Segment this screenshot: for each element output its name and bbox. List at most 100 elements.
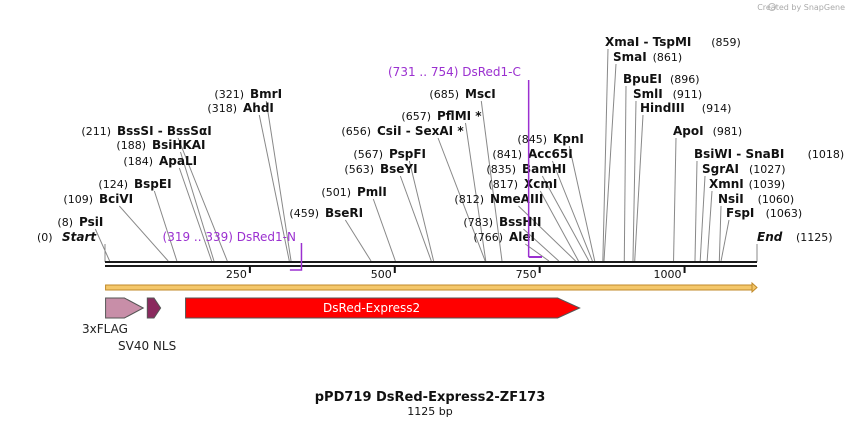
tick-label: 750 [516,268,537,281]
site-connector [706,190,713,262]
site-24[interactable]: BpuEI(896) [623,72,700,86]
start-label: Start [62,230,97,244]
site-29[interactable]: SgrAI(1027) [702,162,786,176]
site-20[interactable]: (841)Acc65I [492,147,572,161]
site-3[interactable]: (184) ApaLI [123,154,197,168]
site-21[interactable]: (845) KpnI [517,132,584,146]
site-position: (835) [486,163,516,176]
site-position: (841) [492,148,522,161]
site-position: (845) [517,133,547,146]
site-name: KpnI [553,132,584,146]
site-name: ApaLI [159,154,197,168]
site-position: (109) [63,193,93,206]
site-4[interactable]: (188) BsiHKAI [116,138,205,152]
site-name: BseYI [380,162,418,176]
primer-arrow [289,243,303,271]
site-name: BsiWI - SnaBI [694,147,784,161]
site-name: HindIII [640,101,685,115]
site-26[interactable]: HindIII(914) [640,101,731,115]
orf-bar[interactable] [105,284,754,291]
site-connector [94,228,111,262]
site-name: BseRI [325,206,363,220]
site-connector [694,160,698,262]
primers: (319 .. 339) DsRed1-N (731 .. 754) DsRed1… [163,65,542,271]
site-position: (657) [401,110,431,123]
feature-arrow [185,297,581,319]
primer-0[interactable]: (319 .. 339) DsRed1-N [163,230,303,271]
site-17[interactable]: (812)NmeAIII [454,192,543,206]
site-name: NsiI [718,192,744,206]
site-9[interactable]: (501)PmlI [321,185,386,199]
site-position: (1018) [808,148,845,161]
site-16[interactable]: (783)BssHII [463,215,541,229]
feature-dsred-express2[interactable]: DsRed-Express2 [185,297,581,319]
site-position: (1060) [758,193,795,206]
site-10[interactable]: (563)BseYI [344,162,417,176]
site-connector [344,219,372,262]
site-position: (766) [473,231,503,244]
site-position: (184) [123,155,153,168]
backbone [105,261,757,267]
site-connector [258,114,290,262]
site-30[interactable]: XmnI(1039) [709,177,785,191]
site-14[interactable]: (685)MscI [429,87,495,101]
site-position: (8) [57,216,73,229]
site-6[interactable]: (318)AhdI [207,101,273,115]
site-25[interactable]: SmlI(911) [633,87,702,101]
site-1[interactable]: (109)BciVI [63,192,133,206]
site-19[interactable]: (835) BamHI [486,162,566,176]
site-name: PsiI [79,215,103,229]
site-position: (459) [289,207,319,220]
primer-1[interactable]: (731 .. 754) DsRed1-C [388,65,542,258]
site-2[interactable]: (124)BspEI [98,177,171,191]
start-position: (0) [37,231,53,244]
feature-sv40-nls[interactable]: SV40 NLS [118,297,176,353]
site-position: (859) [711,36,741,49]
site-connector [568,145,596,262]
site-connector [464,122,487,262]
site-connector-lines [94,48,758,262]
site-5[interactable]: (211)BssSI - BssSαI [81,124,211,138]
site-name: BamHI [522,162,566,176]
site-name: NmeAIII [490,192,543,206]
site-connector [541,175,590,262]
site-connector [372,198,396,262]
snapgene-credit: Created by SnapGene [757,3,845,12]
site-27[interactable]: ApoI(981) [673,124,742,138]
site-22[interactable]: XmaI - TspMI(859) [605,35,741,49]
site-name: BsiHKAI [152,138,206,152]
site-name: BpuEI [623,72,662,86]
feature-label: DsRed-Express2 [323,301,420,315]
site-32[interactable]: FspI(1063) [726,206,802,220]
site-12[interactable]: (656)CsiI - SexAI * [341,124,464,138]
site-15[interactable]: (766)AleI [473,230,535,244]
site-connector [634,114,644,262]
site-position: (911) [673,88,703,101]
site-position: (1063) [766,207,803,220]
site-name: BssSI - BssSαI [117,124,212,138]
primer-label: (731 .. 754) DsRed1-C [388,65,521,79]
site-connector [539,190,579,262]
site-0[interactable]: (8) PsiI [57,215,103,229]
site-name: MscI [465,87,496,101]
site-name: ApoI [673,124,704,138]
site-connector [177,137,228,262]
site-13[interactable]: (657)PflMI * [401,109,482,123]
site-23[interactable]: SmaI(861) [613,50,682,64]
site-connector [673,137,677,262]
tick-label: 500 [371,268,392,281]
end-position: (1125) [796,231,833,244]
site-position: (783) [463,216,493,229]
site-11[interactable]: (567)PspFI [353,147,426,161]
site-28[interactable]: BsiWI - SnaBI (1018) [694,147,844,161]
site-18[interactable]: (817)XcmI [488,177,557,191]
site-8[interactable]: (459) BseRI [289,206,363,220]
site-position: (188) [116,139,146,152]
site-31[interactable]: NsiI (1060) [718,192,794,206]
site-7[interactable]: (321)BmrI [214,87,282,101]
feature-3xflag[interactable]: 3xFLAG [82,297,145,336]
map-subtitle: 1125 bp [407,405,452,418]
